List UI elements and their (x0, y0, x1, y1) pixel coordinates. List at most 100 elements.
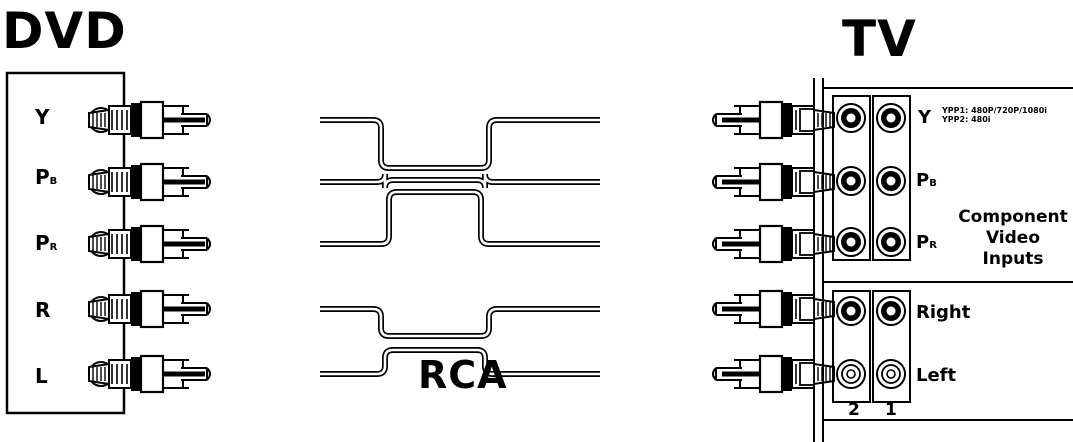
dvd-jack-label-pr: PR (35, 231, 57, 255)
tv-label-pb-sub: B (929, 178, 937, 189)
component-video-inputs-label: Component Video Inputs (958, 207, 1068, 270)
tv-jack-pr-col1-center (886, 237, 896, 247)
dvd-jack-label-y: Y (35, 105, 49, 129)
rca-cable-l-inner (320, 348, 600, 376)
tv-label-pr-text: P (916, 232, 930, 253)
dvd-jack-label-r-text: R (35, 298, 51, 322)
right-plug-pr-tip (712, 237, 742, 251)
tv-jack-l-col1-center (886, 369, 896, 379)
left-plug-r-relief (88, 297, 110, 321)
dvd-jack-label-pb-sub: B (49, 176, 58, 187)
right-plug-pb-band (782, 165, 792, 199)
tv-jack-pb-col1-center (886, 176, 896, 186)
rca-cable-y-outer (320, 117, 600, 171)
right-plug-pr-band (782, 227, 792, 261)
left-plug-l-body (139, 354, 165, 394)
tv-column-number-1: 1 (885, 400, 897, 420)
dvd-jack-label-pb: PB (35, 165, 57, 189)
rca-cable-label: RCA (418, 353, 508, 397)
left-plug-pb-body (139, 162, 165, 202)
tv-edge-socket-l (799, 362, 815, 386)
dvd-jack-label-pr-text: P (35, 231, 50, 255)
dvd-jack-label-r: R (35, 298, 50, 322)
right-plug-l-tip (712, 367, 742, 381)
tv-jack-pr-col2-center (846, 237, 856, 247)
dvd-jack-label-y-text: Y (35, 105, 50, 129)
component-label-line2: Video (985, 228, 1041, 248)
tv-label-right: Right (916, 302, 970, 323)
component-label-line1: Component (958, 207, 1068, 227)
tv-label-y: Y (918, 107, 931, 128)
left-plug-y-band (131, 103, 141, 137)
tv-jack-y-col2-center (846, 113, 856, 123)
left-plug-r-band (131, 292, 141, 326)
tv-title: TV (842, 10, 917, 68)
tv-label-pr-sub: R (929, 240, 937, 251)
tv-component-column-2 (832, 95, 871, 261)
left-plug-pb-tip (181, 175, 211, 189)
tv-label-left-text: Left (916, 365, 957, 386)
right-plug-l-band (782, 357, 792, 391)
tv-label-pr: PR (916, 232, 937, 253)
tv-label-pb: PB (916, 170, 937, 191)
tv-jack-pb-col2-center (846, 176, 856, 186)
dvd-jack-label-pb-text: P (35, 165, 50, 189)
dvd-jack-label-l: L (35, 364, 48, 388)
dvd-title: DVD (2, 2, 127, 60)
right-plug-l-body (758, 354, 784, 394)
tv-edge-socket-pr (799, 232, 815, 256)
tv-input-note-line1: YPP1: 480P/720P/1080i (942, 106, 1048, 115)
rca-cable-pr-inner (320, 190, 600, 246)
tv-input-note-line2: YPP2: 480i (942, 115, 991, 124)
left-plug-y-tip (181, 113, 211, 127)
rca-cable-y-inner (320, 118, 600, 170)
tv-column-number-2: 2 (848, 400, 860, 420)
tv-edge-socket-pb (799, 170, 815, 194)
tv-jack-l-col1-ring (881, 364, 901, 384)
tv-label-y-text: Y (918, 107, 932, 128)
component-label-line3: Inputs (982, 249, 1044, 269)
tv-edge-socket-y (799, 108, 815, 132)
tv-jack-r-col1-center (886, 306, 896, 316)
left-plug-r-body (139, 289, 165, 329)
tv-label-right-text: Right (916, 302, 971, 323)
right-plug-pb-tip (712, 175, 742, 189)
dvd-jack-label-pr-sub: R (49, 242, 58, 253)
left-plug-l-tip (181, 367, 211, 381)
right-plug-y-band (782, 103, 792, 137)
tv-audio-column-1 (872, 290, 911, 403)
left-plug-l-relief (88, 362, 110, 386)
rca-cable-pb-inner (320, 173, 600, 189)
left-plug-pr-body (139, 224, 165, 264)
tv-jack-y-col1-center (886, 113, 896, 123)
tv-input-note: YPP1: 480P/720P/1080i YPP2: 480i (942, 106, 1047, 124)
right-plug-y-body (758, 100, 784, 140)
tv-label-pb-text: P (916, 170, 930, 191)
right-plug-r-tip (712, 302, 742, 316)
right-plug-r-band (782, 292, 792, 326)
tv-edge-socket-r (799, 297, 815, 321)
left-plug-l-band (131, 357, 141, 391)
right-plug-pr-body (758, 224, 784, 264)
rca-cable-r-outer (320, 306, 600, 339)
left-plug-pr-band (131, 227, 141, 261)
left-plug-y-relief (88, 108, 110, 132)
right-plug-pb-body (758, 162, 784, 202)
left-plug-y-body (139, 100, 165, 140)
rca-cable-pr-outer (320, 189, 600, 247)
right-plug-r-body (758, 289, 784, 329)
tv-jack-l-col2-ring (841, 364, 861, 384)
left-plug-pr-tip (181, 237, 211, 251)
left-plug-pr-relief (88, 232, 110, 256)
tv-component-column-1 (872, 95, 911, 261)
tv-jack-r-col2-center (846, 306, 856, 316)
tv-jack-l-col2-center (846, 369, 856, 379)
left-plug-r-tip (181, 302, 211, 316)
left-plug-pb-relief (88, 170, 110, 194)
tv-audio-column-2 (832, 290, 871, 403)
dvd-jack-label-l-text: L (35, 364, 48, 388)
left-plug-pb-band (131, 165, 141, 199)
right-plug-y-tip (712, 113, 742, 127)
tv-label-left: Left (916, 365, 956, 386)
